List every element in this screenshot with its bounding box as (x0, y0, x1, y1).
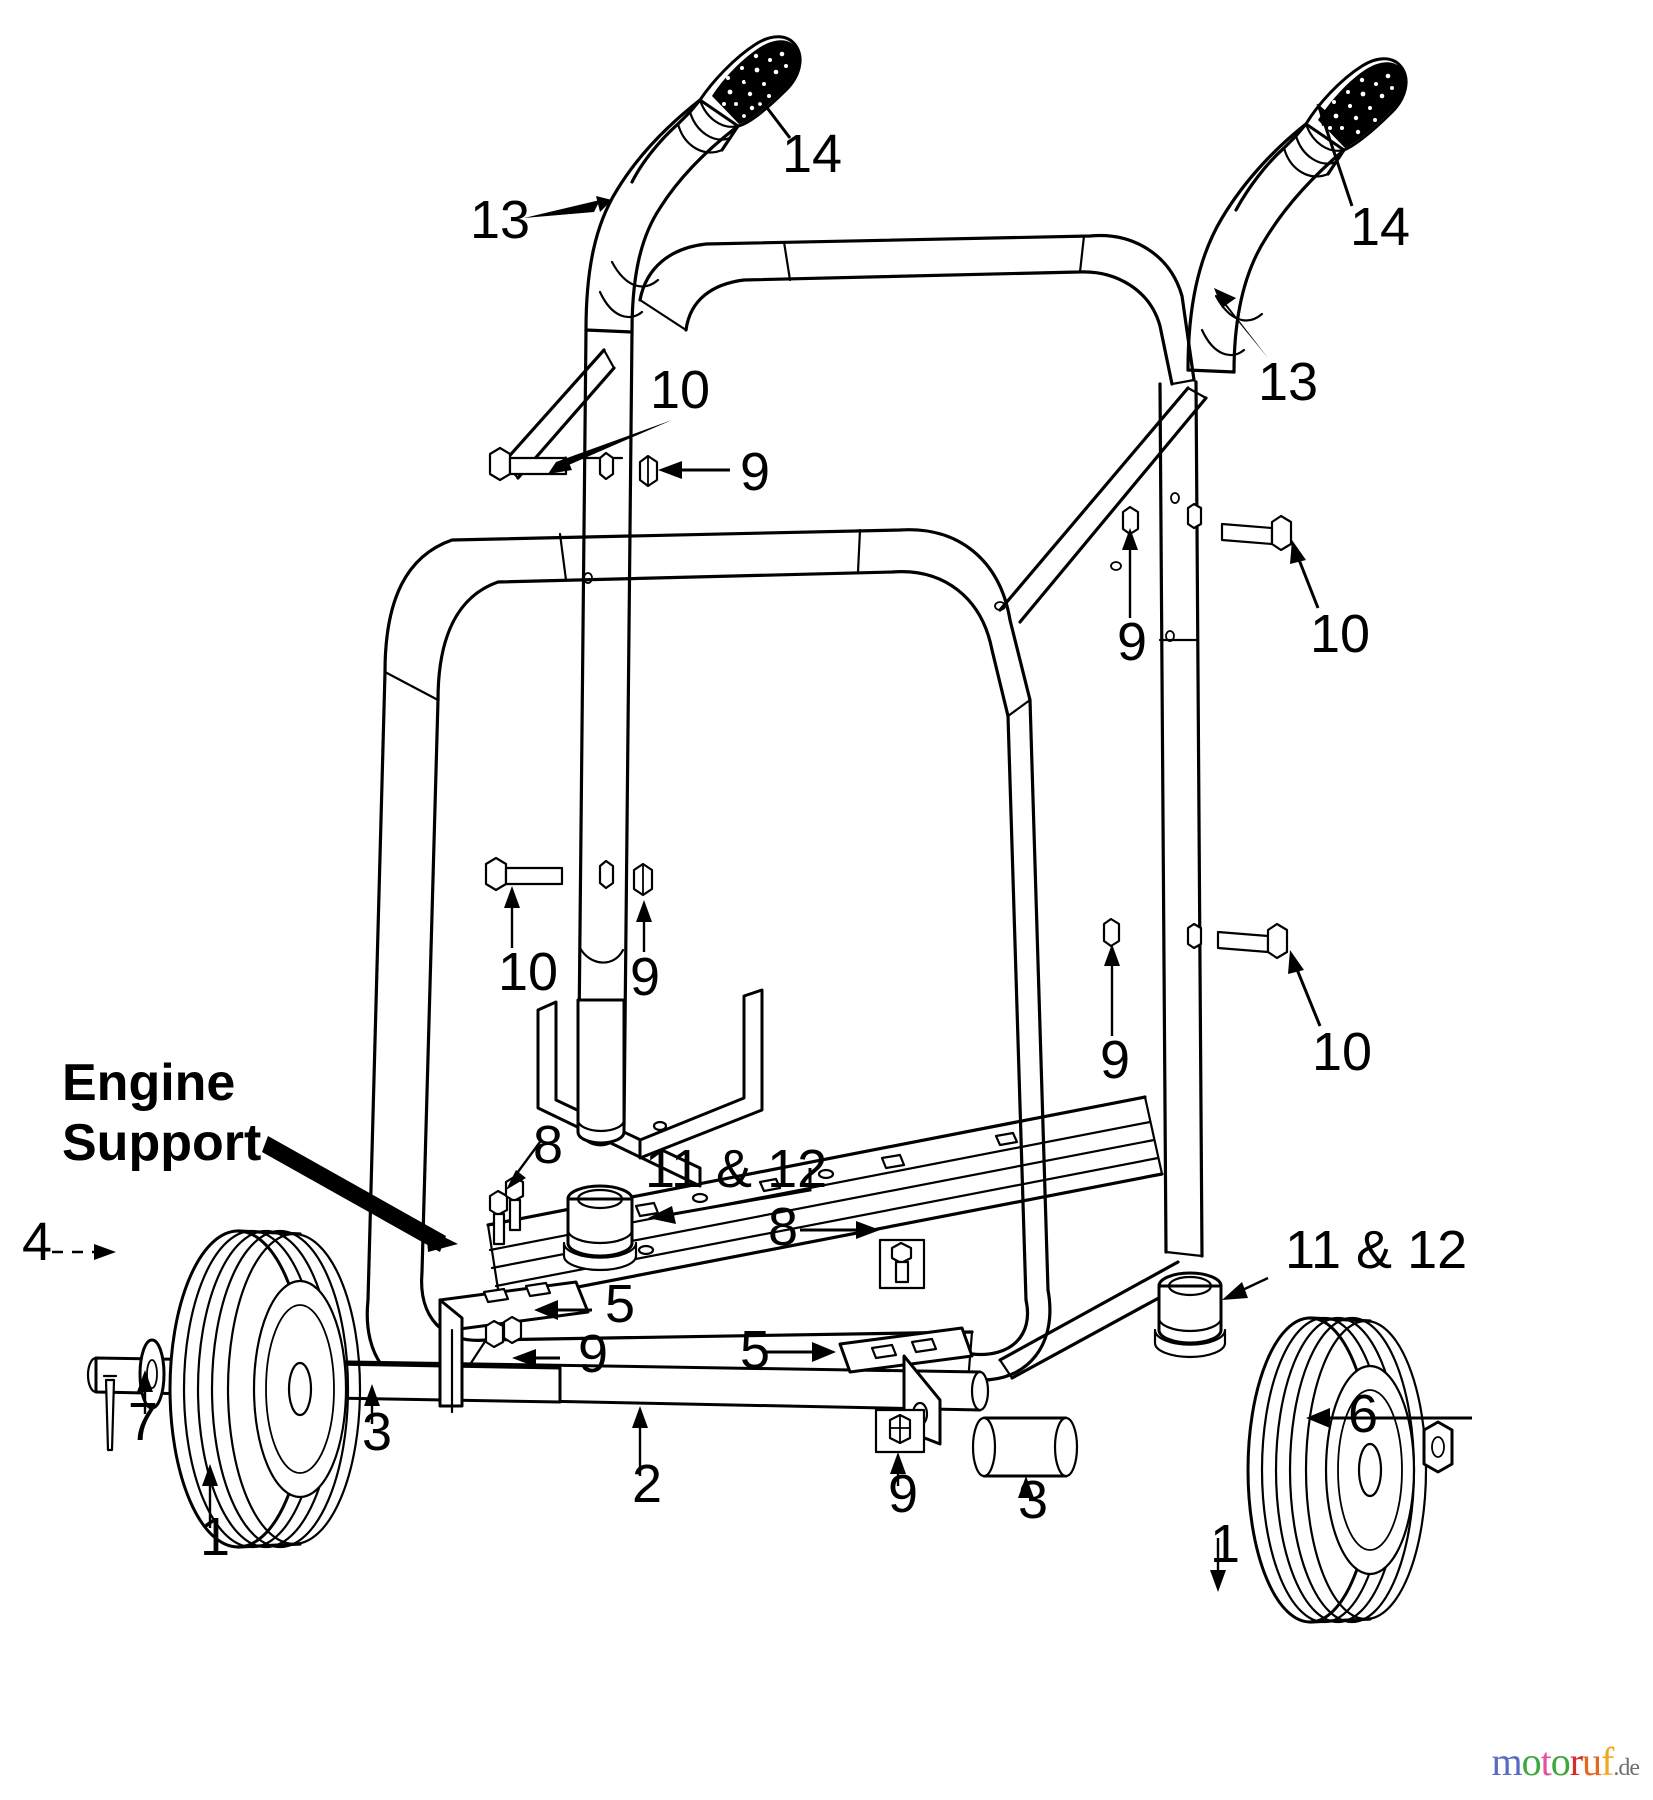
handle-left (584, 35, 802, 334)
hex-nut-right-lower (1102, 917, 1121, 948)
hex-nut-mid (632, 862, 654, 897)
callout-labels: 14 13 14 13 10 9 10 9 10 9 10 9 8 11 & 1… (22, 124, 1467, 1574)
bushing-spacer-left (562, 1184, 638, 1272)
frame-braces (502, 348, 1208, 1380)
callout-5-left: 5 (605, 1274, 635, 1334)
callout-8-right: 8 (768, 1197, 798, 1257)
callout-10-right-upper: 10 (1310, 604, 1370, 664)
carriage-bolt-left (488, 1175, 525, 1246)
wheel-right (1246, 1316, 1454, 1624)
watermark-letter-r: r (1569, 1739, 1583, 1784)
hex-bolt-right-upper (1220, 514, 1293, 552)
watermark-suffix: .de (1613, 1755, 1640, 1781)
wheel-left (168, 1229, 362, 1549)
hex-bolt-mid-left (484, 856, 564, 892)
watermark-letter-u: u (1582, 1739, 1602, 1784)
callout-9-bottom: 9 (888, 1464, 918, 1524)
hex-nut-mid-leg (598, 859, 615, 890)
mid-frame-loop (383, 528, 1032, 718)
hex-nut-leg-top (598, 451, 615, 481)
axle-brackets (438, 1280, 974, 1446)
engine-support-line1: Engine (62, 1054, 235, 1112)
handle-grip-right (1282, 57, 1408, 178)
hex-nut-right-lower-b (1186, 922, 1203, 950)
hex-nut-right-upper (1121, 505, 1140, 536)
hex-nut-top (638, 454, 659, 488)
callout-1-right: 1 (1210, 1514, 1240, 1574)
callout-9-axle: 9 (578, 1324, 608, 1384)
watermark-motoruf: motoruf.de (1491, 1739, 1640, 1784)
callout-14-left: 14 (782, 124, 842, 184)
engine-support-line2: Support (62, 1114, 261, 1172)
callout-6: 6 (1348, 1384, 1378, 1444)
rear-post (576, 998, 626, 1145)
callout-7: 7 (128, 1392, 158, 1452)
callout-11-12-left: 11 & 12 (645, 1139, 827, 1199)
hex-nut-right-upper-b (1186, 502, 1203, 530)
carriage-bolt-right (878, 1238, 926, 1290)
engine-support-brackets (536, 988, 764, 1188)
callout-14-right: 14 (1350, 197, 1410, 257)
watermark-letter-o1: o (1521, 1739, 1542, 1784)
callout-9-right-upper: 9 (1117, 612, 1147, 672)
callout-13-left: 13 (470, 190, 530, 250)
callout-9-right-lower: 9 (1100, 1030, 1130, 1090)
callout-13-right: 13 (1258, 352, 1318, 412)
callout-11-12-right: 11 & 12 (1285, 1220, 1467, 1280)
callout-10-right-lower: 10 (1312, 1022, 1372, 1082)
hex-bolt-right-lower (1216, 922, 1289, 960)
callout-10-top: 10 (650, 360, 710, 420)
callout-8-left: 8 (533, 1115, 563, 1175)
callout-9-top: 9 (740, 442, 770, 502)
callout-3-left: 3 (362, 1402, 392, 1462)
handle-right (1186, 57, 1408, 374)
watermark-letter-o2: o (1550, 1739, 1571, 1784)
upper-frame-rail (638, 233, 1196, 386)
callout-10-left-mid: 10 (498, 942, 558, 1002)
hex-nut-bottom-boxed (874, 1408, 926, 1454)
watermark-letter-m: m (1491, 1739, 1522, 1784)
watermark-letter-t: t (1540, 1739, 1552, 1784)
callout-3-right: 3 (1018, 1470, 1048, 1530)
callout-9-left-mid: 9 (630, 947, 660, 1007)
hex-nut-axle-bracket (484, 1315, 523, 1349)
callout-5-right: 5 (740, 1320, 770, 1380)
leader-lines (52, 79, 1472, 1592)
hex-bolt-top (488, 446, 568, 482)
callout-2: 2 (632, 1454, 662, 1514)
watermark-letter-f: f (1601, 1739, 1614, 1784)
callout-4: 4 (22, 1212, 52, 1272)
handle-grip-left (676, 35, 802, 154)
bushing-spacer-right (1153, 1271, 1227, 1359)
callout-1-left: 1 (200, 1507, 230, 1567)
